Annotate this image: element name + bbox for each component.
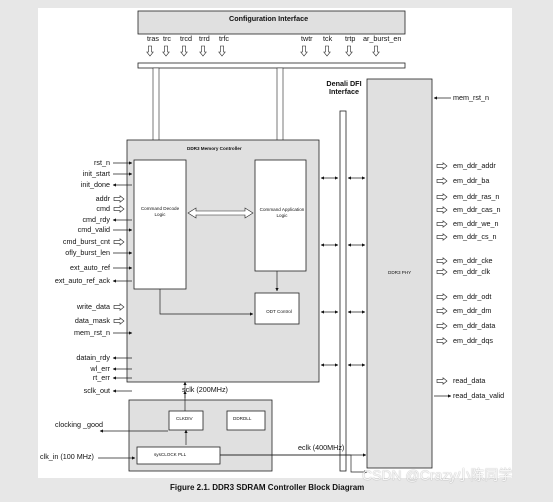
- right-bus-arrow: [436, 307, 448, 315]
- command-decode-box: [133, 159, 187, 290]
- command-decode-label: Command Decode Logic: [140, 206, 180, 217]
- right-bus-arrow: [436, 322, 448, 330]
- left-bus-arrow: [113, 195, 125, 203]
- right-signal-em_ddr_dqs: em_ddr_dqs: [453, 336, 493, 345]
- left-signal-mem_rst_n: mem_rst_n: [74, 328, 110, 337]
- right-signal-em_ddr_data: em_ddr_data: [453, 321, 496, 330]
- left-signal-init_start: init_start: [82, 169, 110, 178]
- right-signal-read_data_valid: read_data_valid: [453, 391, 505, 400]
- right-bus-arrow: [436, 177, 448, 185]
- ddr3-phy-box: [366, 78, 433, 469]
- right-signal-em_ddr_addr: em_ddr_addr: [453, 161, 496, 170]
- param-arrow: [218, 45, 226, 57]
- right-bus-arrow: [436, 233, 448, 241]
- right-signal-em_ddr_odt: em_ddr_odt: [453, 292, 492, 301]
- right-signal-em_ddr_cke: em_ddr_cke: [453, 256, 493, 265]
- pll-label: sysCLOCK PLL: [154, 452, 187, 457]
- param-arrow: [345, 45, 353, 57]
- left-signal-rst_n: rst_n: [94, 158, 110, 167]
- right-signal-em_ddr_dm: em_ddr_dm: [453, 306, 492, 315]
- param-arrow: [162, 45, 170, 57]
- right-bus-arrow: [436, 206, 448, 214]
- right-bus-arrow: [436, 193, 448, 201]
- odt-control-box: [254, 292, 300, 325]
- config-bus-bar: [137, 62, 406, 69]
- right-signal-em_ddr_ras_n: em_ddr_ras_n: [453, 192, 500, 201]
- config-param-tras: tras: [147, 34, 159, 43]
- right-signal-em_ddr_cs_n: em_ddr_cs_n: [453, 232, 497, 241]
- right-signal-mem_rst_n: mem_rst_n: [453, 93, 489, 102]
- right-bus-arrow: [436, 162, 448, 170]
- config-param-trrd: trrd: [199, 34, 210, 43]
- param-arrow: [323, 45, 331, 57]
- right-signal-read_data: read_data: [453, 376, 486, 385]
- right-bus-arrow: [436, 293, 448, 301]
- ddrdll-label: DDRDLL: [233, 416, 252, 421]
- config-param-ar_burst_en: ar_burst_en: [363, 34, 402, 43]
- config-param-trc: trc: [163, 34, 171, 43]
- watermark: CSDN @Crazy小陈同学: [362, 467, 513, 483]
- sclk-label: sclk (200MHz): [182, 385, 228, 394]
- figure-caption: Figure 2.1. DDR3 SDRAM Controller Block …: [170, 483, 365, 492]
- config-interface-box: [137, 10, 406, 35]
- command-application-box: [254, 159, 307, 272]
- config-param-trcd: trcd: [180, 34, 192, 43]
- left-signal-ext_auto_ref: ext_auto_ref: [70, 263, 110, 272]
- ddr3-phy-title: DDR3 PHY: [388, 270, 412, 275]
- eclk-label: eclk (400MHz): [298, 443, 345, 452]
- left-signal-datain_rdy: datain_rdy: [76, 353, 110, 362]
- left-signal-wl_err: wl_err: [90, 364, 110, 373]
- right-signal-em_ddr_ba: em_ddr_ba: [453, 176, 490, 185]
- left-signal-write_data: write_data: [76, 302, 110, 311]
- config-param-trtp: trtp: [345, 34, 356, 43]
- decode-application-arrow: [187, 207, 254, 219]
- denali-dfi-title: Denali DFI Interface: [326, 79, 362, 97]
- command-application-label: Command Application Logic: [259, 207, 305, 218]
- param-arrow: [146, 45, 154, 57]
- left-signal-init_done: init_done: [80, 180, 110, 189]
- left-bus-arrow: [113, 238, 125, 246]
- config-param-tck: tck: [323, 34, 333, 43]
- left-signal-addr: addr: [95, 194, 110, 203]
- param-arrow: [199, 45, 207, 57]
- left-signal-cmd: cmd: [96, 204, 110, 213]
- controller-title: DDR3 Memory Controller: [187, 146, 242, 151]
- left-bus-arrow: [113, 303, 125, 311]
- right-bus-arrow: [436, 257, 448, 265]
- left-signal-ext_auto_ref_ack: ext_auto_ref_ack: [54, 276, 110, 285]
- clkdiv-label: CLKDIV: [176, 416, 193, 421]
- param-arrow: [372, 45, 380, 57]
- decode-odt-line: [159, 289, 254, 316]
- right-signal-em_ddr_we_n: em_ddr_we_n: [453, 219, 499, 228]
- param-arrow: [300, 45, 308, 57]
- right-bus-arrow: [436, 268, 448, 276]
- left-signal-cmd_valid: cmd_valid: [77, 225, 110, 234]
- left-signal-ofly_burst_len: ofly_burst_len: [65, 248, 110, 257]
- clocking-good-label: clocking _good: [55, 420, 103, 429]
- config-interface-title: Configuration Interface: [229, 14, 309, 23]
- clk-in-label: clk_in (100 MHz): [40, 452, 94, 461]
- pll-box: [136, 446, 221, 465]
- odt-control-label: ODT Control: [266, 309, 292, 314]
- ddrdll-box: [226, 410, 266, 431]
- config-param-twtr: twtr: [301, 34, 313, 43]
- right-bus-arrow: [436, 377, 448, 385]
- left-signal-cmd_burst_cnt: cmd_burst_cnt: [62, 237, 110, 246]
- left-signal-data_mask: data_mask: [74, 316, 110, 325]
- left-signal-rt_err: rt_err: [92, 373, 110, 382]
- denali-dfi-bar: [339, 110, 347, 472]
- config-param-trfc: trfc: [219, 34, 229, 43]
- param-arrow: [180, 45, 188, 57]
- left-signal-cmd_rdy: cmd_rdy: [82, 215, 110, 224]
- right-bus-arrow: [436, 337, 448, 345]
- right-bus-arrow: [436, 220, 448, 228]
- right-signal-em_ddr_clk: em_ddr_clk: [453, 267, 491, 276]
- left-signal-sclk_out: sclk_out: [83, 386, 110, 395]
- left-bus-arrow: [113, 317, 125, 325]
- right-signal-em_ddr_cas_n: em_ddr_cas_n: [453, 205, 501, 214]
- left-bus-arrow: [113, 205, 125, 213]
